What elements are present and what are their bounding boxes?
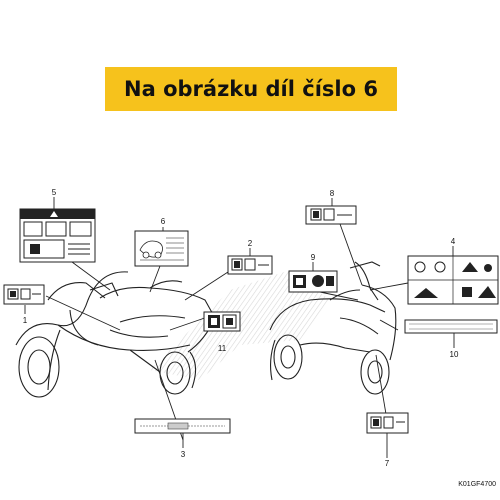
label-part-11[interactable] [203,311,241,332]
label-part-2[interactable] [227,255,273,275]
part-number-2: 2 [248,239,253,248]
label-part-5[interactable] [19,208,96,263]
left-scooter-illustration [15,271,216,398]
part-number-1: 1 [23,316,28,325]
part-number-4: 4 [451,237,456,246]
part-number-6: 6 [161,217,166,226]
label-part-10[interactable] [404,319,498,334]
label-part-8[interactable] [305,205,357,225]
right-scooter-illustration [269,261,397,395]
part-number-10: 10 [450,350,459,359]
title-banner: Na obrázku díl číslo 6 [105,67,397,111]
label-part-1[interactable] [3,284,45,305]
part-number-3: 3 [181,450,186,459]
label-part-9[interactable] [288,270,338,293]
part-number-5: 5 [52,188,57,197]
part-numbers: 1 2 3 4 5 6 7 8 9 10 11 [23,188,459,468]
leader-lines [24,197,455,458]
part-number-9: 9 [311,253,316,262]
part-number-8: 8 [330,189,335,198]
label-part-4[interactable] [407,255,499,305]
label-part-3[interactable] [134,418,231,434]
banner-title: Na obrázku díl číslo 6 [124,77,378,101]
part-number-7: 7 [385,459,390,468]
part-number-11: 11 [218,344,227,353]
part-code: K01GF4700 [458,481,496,488]
label-part-7[interactable] [366,412,409,434]
label-part-6[interactable] [134,230,189,267]
